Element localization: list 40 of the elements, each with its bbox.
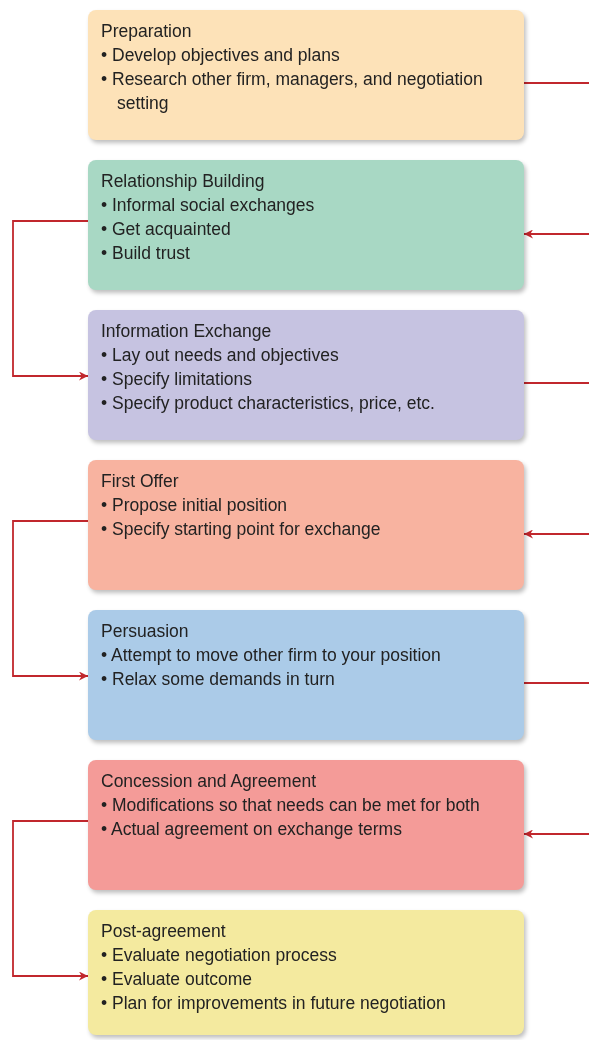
bullet-item: • Develop objectives and plans — [101, 44, 341, 67]
connector-line — [523, 82, 589, 84]
bullet-item: • Propose initial position — [101, 494, 289, 517]
bullet-item: • Informal social exchanges — [101, 194, 316, 217]
stage-heading: Relationship Building — [101, 170, 266, 193]
stage-heading: Information Exchange — [101, 320, 273, 343]
bullet-item: • Relax some demands in turn — [101, 668, 336, 691]
connector-line — [523, 382, 589, 384]
stage-heading: Concession and Agreement — [101, 770, 317, 793]
arrow — [523, 829, 589, 839]
stage-heading: First Offer — [101, 470, 180, 493]
stage-box — [88, 610, 524, 740]
bullet-item: • Specify product characteristics, price, etc. — [101, 392, 436, 415]
bullet-item: • Get acquainted — [101, 218, 232, 241]
arrow — [523, 229, 589, 239]
bullet-item: • Research other firm, managers, and negotiation setting — [101, 68, 484, 115]
stage-heading: Post-agreement — [101, 920, 227, 943]
bullet-item: • Specify limitations — [101, 368, 254, 391]
bullet-item: • Evaluate negotiation process — [101, 944, 338, 967]
arrow — [12, 820, 89, 981]
stage-box — [88, 310, 524, 440]
stage-box — [88, 910, 524, 1035]
arrow — [12, 220, 89, 381]
stage-heading: Preparation — [101, 20, 193, 43]
bullet-item: • Actual agreement on exchange terms — [101, 818, 403, 841]
arrow — [12, 520, 89, 681]
bullet-item: • Modifications so that needs can be met for both — [101, 794, 481, 817]
bullet-item: • Specify starting point for exchange — [101, 518, 382, 541]
bullet-item: • Build trust — [101, 242, 191, 265]
connector-line — [523, 682, 589, 684]
bullet-item: • Lay out needs and objectives — [101, 344, 340, 367]
stage-box — [88, 460, 524, 590]
stage-box — [88, 10, 524, 140]
stage-box — [88, 160, 524, 290]
bullet-item: • Attempt to move other firm to your position — [101, 644, 442, 667]
stage-heading: Persuasion — [101, 620, 190, 643]
stage-box — [88, 760, 524, 890]
arrow — [523, 529, 589, 539]
bullet-item: • Evaluate outcome — [101, 968, 254, 991]
bullet-item: • Plan for improvements in future negotiation — [101, 992, 447, 1015]
